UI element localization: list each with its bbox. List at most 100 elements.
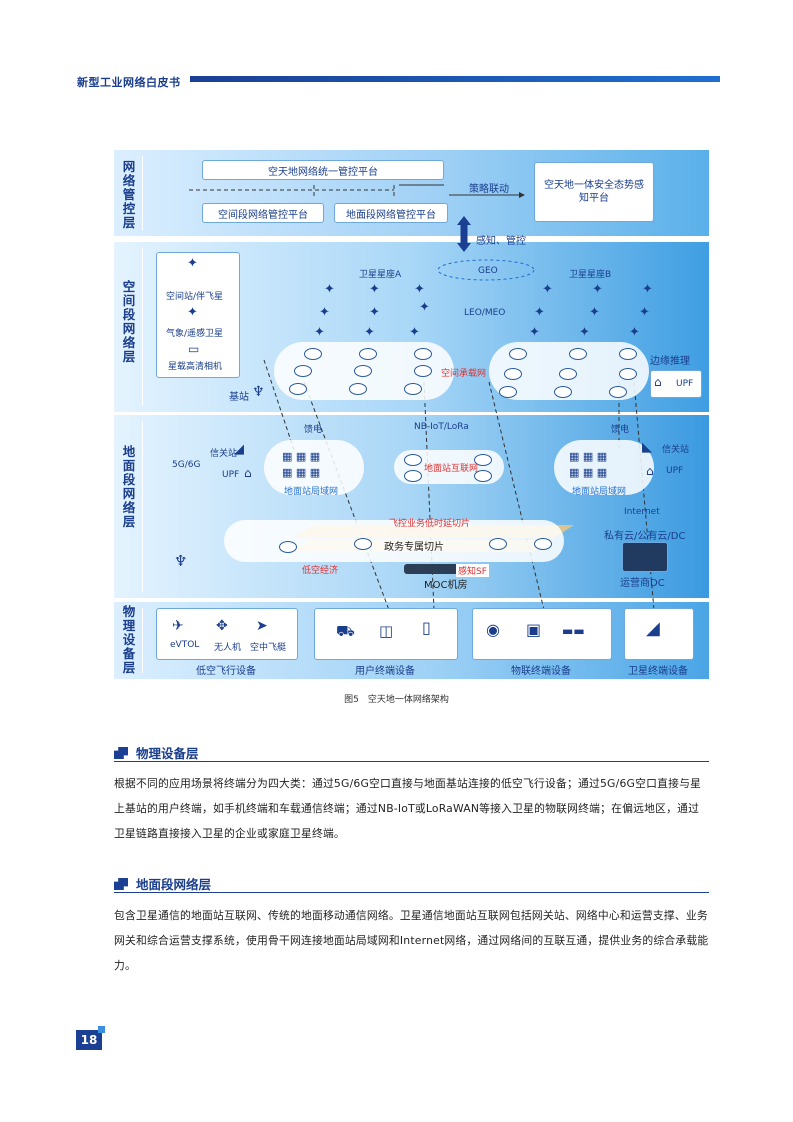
upf-right-label: UPF — [666, 466, 684, 476]
router-icon — [404, 454, 422, 466]
satellite-icon: ✦ — [414, 282, 425, 297]
device-group-label: 卫星终端设备 — [628, 666, 688, 677]
carrier-dc-icon — [622, 542, 668, 572]
meter-icon: ▣ — [526, 620, 542, 639]
cloud-label: 私有云/公有云/DC — [604, 531, 686, 542]
perception-label: 感知SF — [456, 564, 489, 577]
connector-lines — [189, 184, 655, 611]
router-icon — [534, 538, 552, 550]
figure-caption: 图5 空天地一体网络架构 — [344, 695, 449, 705]
device-group-user — [314, 608, 458, 660]
router-icon — [404, 470, 422, 482]
gateway-right-label: 信关站 — [662, 445, 690, 455]
router-icon — [474, 470, 492, 482]
satellite-icon: ✦ — [409, 325, 420, 340]
router-icon — [354, 538, 372, 550]
constellation-b-label: 卫星星座B — [569, 270, 612, 280]
device-group-label: 用户终端设备 — [355, 666, 415, 677]
router-icon — [489, 538, 507, 550]
space-loads-panel — [156, 252, 240, 378]
router-icon — [504, 368, 522, 380]
satellite-icon: ✦ — [419, 300, 430, 315]
ground-internet-label: 地面站互联网 — [424, 464, 479, 474]
satellite-icon: ✦ — [187, 256, 198, 271]
satellite-icon: ✦ — [314, 325, 325, 340]
device-group-iot — [472, 608, 612, 660]
satellite-dish-icon: ◢ — [646, 618, 660, 639]
router-icon — [609, 386, 627, 398]
section-bullet-icon — [114, 878, 128, 890]
router-icon — [414, 348, 432, 360]
flight-device-item: 无人机 — [214, 643, 242, 653]
router-icon — [509, 348, 527, 360]
ground-lan-cloud-right — [554, 440, 654, 495]
unified-mgmt-platform: 空天地网络统一管控平台 — [202, 160, 444, 180]
device-group-label: 物联终端设备 — [511, 666, 571, 677]
router-icon — [569, 348, 587, 360]
vr-glasses-icon: ◫ — [379, 622, 394, 640]
router-icon — [559, 368, 577, 380]
camera-icon: ◉ — [486, 620, 500, 639]
satellite-icon: ✦ — [542, 282, 553, 297]
satellite-icon: ✦ — [642, 282, 653, 297]
header-bar — [190, 76, 720, 82]
satellite-icon: ✦ — [324, 282, 335, 297]
switch-icon: ▦ ▦ ▦ — [282, 450, 321, 463]
feeder-left-label: 馈电 — [304, 425, 323, 435]
space-bearer-label: 空间承载网 — [441, 369, 487, 379]
feeder-right-label: 馈电 — [611, 425, 630, 435]
leo-meo-label: LEO/MEO — [464, 308, 506, 318]
layer-divider — [142, 248, 143, 406]
router-icon — [554, 386, 572, 398]
section-underline — [114, 892, 709, 893]
tower-icon: ♆ — [252, 384, 265, 400]
satellite-icon: ✦ — [534, 305, 545, 320]
router-icon — [359, 348, 377, 360]
satellite-icon: ✦ — [369, 282, 380, 297]
section-bullet-icon — [114, 747, 128, 759]
ground-lan-right-label: 地面站局域网 — [572, 487, 627, 497]
section-title: 物理设备层 — [114, 743, 709, 762]
space-load-item: 气象/遥感卫星 — [166, 329, 224, 339]
slice-gov-label: 政务专属切片 — [384, 542, 444, 553]
satellite-icon: ✦ — [319, 305, 330, 320]
satellite-icon: ✦ — [187, 305, 198, 320]
camera-icon: ▭ — [188, 342, 200, 356]
router-icon — [414, 365, 432, 377]
upf-label: UPF — [676, 379, 694, 389]
server-icon: ⌂ — [244, 466, 252, 480]
device-group-flight — [156, 608, 298, 660]
satellite-icon: ✦ — [529, 325, 540, 340]
space-mgmt-platform: 空间段网络管控平台 — [202, 203, 324, 223]
carrier-dc-label: 运营商DC — [620, 578, 665, 589]
switch-icon: ▦ ▦ ▦ — [282, 466, 321, 479]
satellite-icon: ✦ — [369, 305, 380, 320]
drone-icon: ✥ — [216, 618, 228, 634]
layer-label-space: 空间段网络层 — [122, 279, 136, 364]
edge-inference-label: 边缘推理 — [650, 356, 690, 367]
server-icon: ⌂ — [654, 375, 662, 389]
layer-label-mgmt: 网络管控层 — [122, 159, 136, 230]
section-title-text: 地面段网络层 — [136, 877, 212, 892]
layer-label-ground: 地面段网络层 — [122, 444, 136, 529]
low-altitude-label: 低空经济 — [302, 566, 339, 576]
section-underline — [114, 761, 709, 762]
car-icon: ⛟ — [336, 622, 355, 640]
strategy-linkage-label: 策略联动 — [469, 184, 509, 195]
architecture-figure: 网络管控层 空间段网络层 地面段网络层 物理设备层 空天地网络统一管控平台 — [114, 150, 709, 680]
gateway-left-label: 信关站 — [210, 449, 238, 459]
router-icon — [619, 348, 637, 360]
layer-label-physical: 物理设备层 — [122, 604, 136, 675]
satellite-icon: ✦ — [364, 325, 375, 340]
router-icon — [349, 383, 367, 395]
flight-device-item: 空中飞艇 — [250, 643, 287, 653]
satellite-icon: ✦ — [592, 282, 603, 297]
layer-divider — [142, 421, 143, 592]
satellite-icon: ✦ — [579, 325, 590, 340]
nbiot-label: NB-IoT/LoRa — [414, 422, 469, 432]
flight-device-item: eVTOL — [170, 640, 200, 650]
base-station-label: 基站 — [229, 392, 249, 403]
constellation-a-label: 卫星星座A — [359, 270, 402, 280]
section-body: 包含卫星通信的地面站互联网、传统的地面移动通信网络。卫星通信地面站互联网包括网关… — [114, 909, 709, 972]
router-icon — [354, 365, 372, 377]
